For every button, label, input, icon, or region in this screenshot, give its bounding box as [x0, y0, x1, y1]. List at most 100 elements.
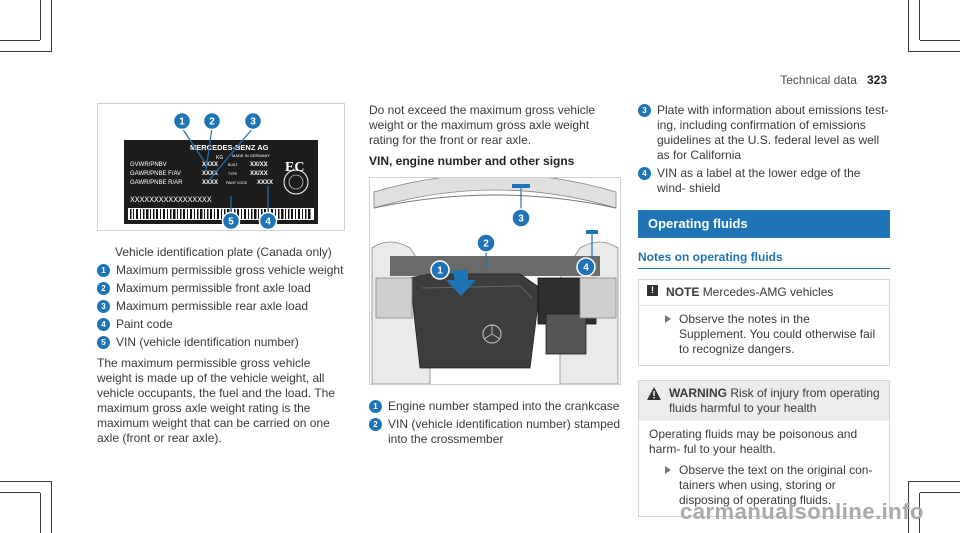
crop-mark — [51, 0, 52, 52]
svg-text:2: 2 — [209, 117, 215, 128]
list-item-text: Maximum permissible front axle load — [116, 281, 311, 295]
number-badge: 1 — [369, 400, 382, 413]
hood-edge — [373, 194, 617, 209]
warning-triangle-icon — [647, 387, 661, 401]
headlight-left — [375, 277, 413, 319]
callout-2: 2 — [202, 111, 222, 131]
callout-5: 5 — [221, 211, 241, 230]
crop-mark — [919, 0, 920, 40]
page-number: 323 — [866, 73, 887, 87]
svg-text:4: 4 — [265, 217, 271, 228]
warning-header: WARNING Risk of injury from operating fl… — [639, 381, 889, 422]
exclamation-icon: ! — [647, 285, 658, 297]
plate-brand: MERCEDES-BENZ AG — [190, 143, 269, 152]
plate-row-label: GAWR/PNBE F/AV — [130, 171, 181, 177]
crop-mark — [0, 40, 40, 41]
mercedes-star-lines-icon — [483, 325, 501, 340]
number-badge: 4 — [638, 167, 651, 180]
crop-mark — [40, 0, 41, 40]
crop-mark — [919, 493, 920, 533]
svg-text:5: 5 — [228, 217, 234, 228]
list-item-text: Plate with information about emissions t… — [657, 103, 889, 162]
plate-row-value: XXXX — [202, 162, 218, 168]
list-item-text: VIN (vehicle identification number) stam… — [388, 417, 621, 446]
list-item-text: Maximum permissible rear axle load — [116, 299, 309, 313]
caption-text: Vehicle identification plate (Canada onl… — [115, 245, 332, 259]
crop-mark — [0, 481, 52, 482]
list-item: 4 VIN as a label at the lower edge of the… — [638, 166, 890, 196]
plate-row-tag: PAINT CODE — [226, 181, 248, 185]
engine-callout-2: 2 — [476, 233, 496, 253]
crop-mark — [0, 51, 52, 52]
plate-row-label: GAWR/PNBE R/AR — [130, 180, 183, 186]
fuse-box — [545, 313, 587, 355]
plate-barcode — [128, 208, 314, 220]
callout-1: 1 — [172, 111, 192, 131]
list-item: 1 Maximum permissible gross vehicle weigh… — [97, 263, 345, 278]
plate-legend-items: 1 Maximum permissible gross vehicle weigh… — [97, 263, 345, 350]
note-box: ! NOTE Mercedes-AMG vehicles Observe the… — [638, 279, 890, 367]
plate-legend: Vehicle identification plate (Canada onl… — [97, 245, 345, 260]
crop-mark — [908, 481, 909, 533]
number-badge: 1 — [97, 264, 110, 277]
hood-outline — [373, 178, 617, 209]
crop-mark — [908, 481, 960, 482]
list-item: 2 VIN (vehicle identification number) sta… — [369, 417, 621, 447]
engine-legend: 1 Engine number stamped into the crankcas… — [369, 399, 621, 447]
list-item-text: Maximum permissible gross vehicle weight — [116, 263, 344, 277]
arrow-right-icon — [665, 315, 671, 324]
warning-bullet-text: Observe the text on the original con- ta… — [679, 463, 873, 508]
engine-callout-3: 3 — [511, 208, 531, 228]
engine-number-arrow-icon — [446, 270, 476, 296]
note-header: ! NOTE Mercedes-AMG vehicles — [639, 280, 889, 306]
warning-bullet: Observe the text on the original con- ta… — [649, 463, 879, 508]
warning-body: Operating fluids may be poisonous and ha… — [639, 421, 889, 516]
list-item-text: Engine number stamped into the crankcase — [388, 399, 620, 413]
identification-plate-illustration: MERCEDES-BENZ AG MADE IN GERMANY KG GVWR… — [124, 111, 318, 230]
list-item-text: VIN as a label at the lower edge of the … — [657, 166, 861, 195]
crossmember — [390, 256, 600, 276]
list-item-text: Paint code — [116, 317, 173, 331]
section-heading: VIN, engine number and other signs — [369, 154, 575, 168]
list-item: 1 Engine number stamped into the crankcas… — [369, 399, 621, 414]
list-item-text: VIN (vehicle identification number) — [116, 335, 299, 349]
svg-text:1: 1 — [179, 117, 185, 128]
plate-seal-inner-icon — [288, 174, 304, 190]
plate-made-in: MADE IN GERMANY — [232, 153, 270, 158]
crop-mark — [908, 0, 909, 52]
subsection-heading: Notes on operating fluids — [638, 250, 890, 270]
engine-bay-figure: 1 2 3 4 — [369, 177, 621, 385]
crop-mark — [0, 492, 40, 493]
warning-label: WARNING — [669, 386, 727, 401]
engine-bay-illustration: 1 2 3 4 — [371, 178, 619, 384]
plate-row-label: GVWR/PNBV — [130, 162, 167, 168]
plate-row-right: XX/XX — [250, 171, 268, 177]
windshield-vin-marker — [586, 230, 598, 234]
identification-plate-figure: MERCEDES-BENZ AG MADE IN GERMANY KG GVWR… — [97, 103, 345, 231]
plate-vin: XXXXXXXXXXXXXXXXX — [130, 196, 212, 205]
note-text: Mercedes-AMG vehicles — [702, 285, 834, 300]
engine-callout-1: 1 — [430, 260, 450, 280]
svg-text:2: 2 — [483, 239, 489, 250]
weight-paragraph: The maximum permissible gross vehicle we… — [97, 356, 335, 445]
number-badge: 2 — [369, 418, 382, 431]
watermark: carmanualsonline.info — [680, 498, 924, 524]
emissions-plate-marker — [512, 184, 530, 188]
plate-row-value: XXXX — [202, 171, 218, 177]
svg-text:3: 3 — [250, 117, 256, 128]
page-header: Technical data 323 — [780, 73, 887, 88]
crop-mark — [908, 51, 960, 52]
plate-row-value: XXXX — [202, 180, 218, 186]
crop-mark — [920, 492, 960, 493]
plate-row-right: XXXX — [257, 180, 273, 186]
section-title: Technical data — [780, 73, 857, 87]
column-left: MERCEDES-BENZ AG MADE IN GERMANY KG GVWR… — [97, 103, 345, 452]
callout-3: 3 — [243, 111, 263, 131]
plate-caption: Vehicle identification plate (Canada onl… — [97, 245, 345, 260]
engine-callout-4: 4 — [576, 257, 596, 277]
plate-seal-icon — [283, 169, 309, 195]
